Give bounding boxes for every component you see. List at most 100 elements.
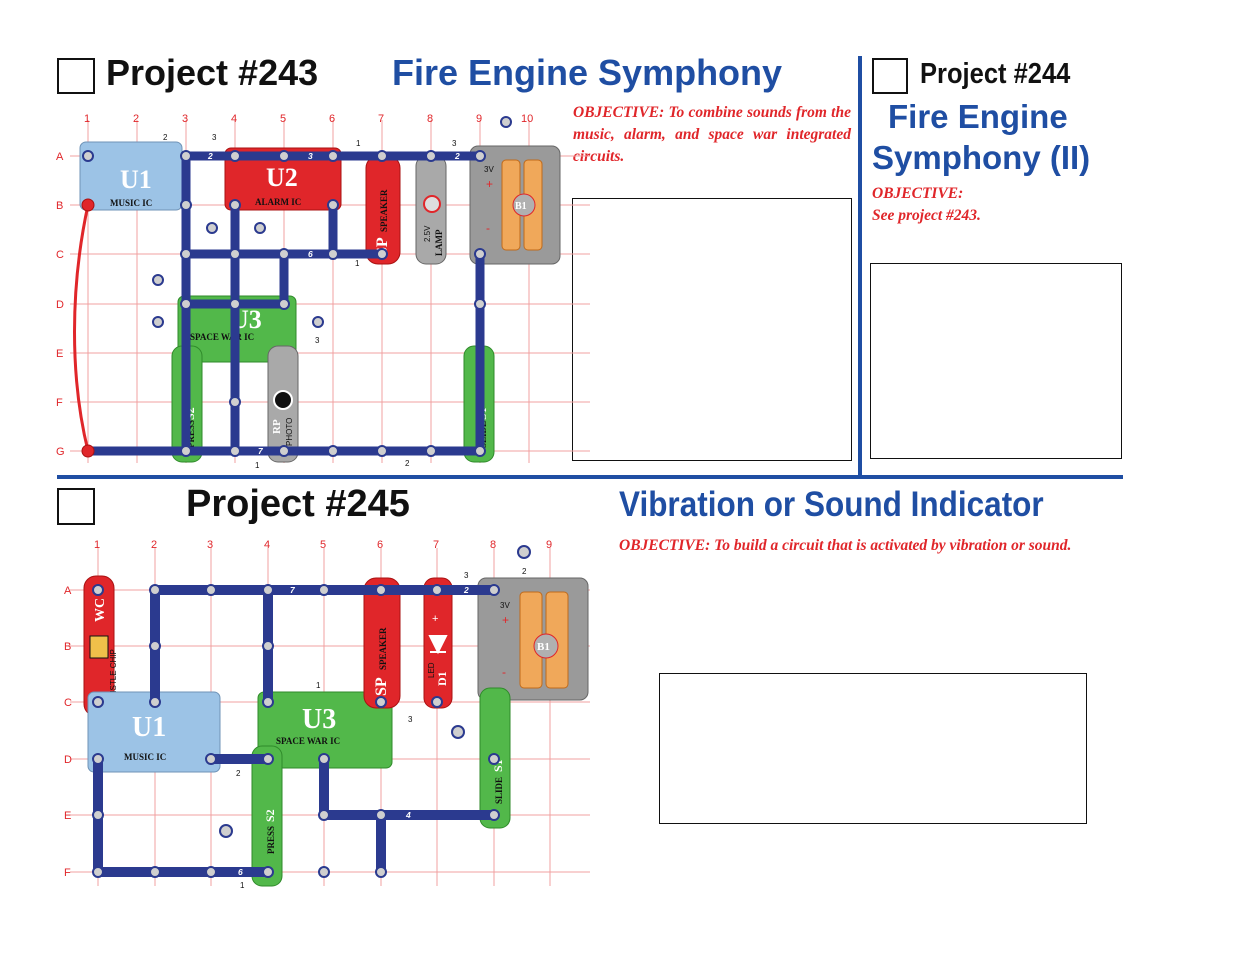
col-label-10: 10 <box>521 113 533 125</box>
b1-name: B1 <box>537 641 550 653</box>
u2-alarm-ic <box>224 147 342 211</box>
level-num-1: 3 <box>464 571 469 580</box>
col-label-8: 8 <box>490 539 496 551</box>
col-label-6: 6 <box>377 539 383 551</box>
col-label-7: 7 <box>433 539 439 551</box>
row-label-f: F <box>56 397 63 409</box>
u1-name: U1 <box>120 165 152 194</box>
col-label-3: 3 <box>182 113 188 125</box>
l1-volt: 2.5V <box>423 225 432 242</box>
col-label-7: 7 <box>378 113 384 125</box>
b1-minus: - <box>502 665 506 679</box>
sp-speaker <box>363 577 401 709</box>
u2-name: U2 <box>266 163 298 192</box>
sp-label: SPEAKER <box>379 189 389 232</box>
col-label-5: 5 <box>280 113 286 125</box>
row-label-d: D <box>64 754 72 766</box>
s2-press-switch <box>251 745 283 887</box>
lamp-bulb-icon <box>423 195 441 213</box>
project-243-checkbox[interactable] <box>57 58 95 94</box>
project-244-objective-line2: See project #243. <box>872 207 981 224</box>
row-label-a: A <box>56 151 64 163</box>
wire-num-2: 3 <box>308 151 313 161</box>
rp-name: RP <box>271 419 283 434</box>
u1-label: MUSIC IC <box>110 198 152 208</box>
level-num-2: 2 <box>522 567 527 576</box>
row-label-e: E <box>64 810 71 822</box>
col-label-2: 2 <box>151 539 157 551</box>
project-243-circuit-diagram: 1 2 3 4 5 6 7 8 9 10 A B C D E F G U1 MU… <box>56 113 590 468</box>
wire-num-4: 6 <box>238 867 243 877</box>
wire-num-5: 7 <box>258 446 264 456</box>
u2-label: ALARM IC <box>255 197 301 207</box>
b1-minus: - <box>486 221 490 235</box>
level-num-6: 1 <box>240 881 245 890</box>
b1-plus: + <box>486 177 493 191</box>
snap-connectors <box>92 545 531 878</box>
snap-connectors <box>82 116 512 457</box>
wire-num-2: 2 <box>463 585 469 595</box>
whistle-chip-icon <box>89 635 109 659</box>
level-num-4: 3 <box>408 715 413 724</box>
row-label-b: B <box>64 641 71 653</box>
level-num-5: 2 <box>236 769 241 778</box>
row-label-b: B <box>56 200 63 212</box>
col-label-9: 9 <box>546 539 552 551</box>
s2-label: PRESS <box>266 826 276 854</box>
s2-name: S2 <box>263 809 277 822</box>
red-jumper-wire <box>73 204 90 452</box>
row-label-e: E <box>56 348 63 360</box>
project-244-title-line2: Symphony (II) <box>872 139 1091 176</box>
u3-name: U3 <box>302 704 336 735</box>
d1-name: D1 <box>435 671 449 686</box>
col-label-4: 4 <box>264 539 270 551</box>
jumper-end-g <box>81 444 95 458</box>
s2-label: PRESS <box>186 420 196 448</box>
col-label-6: 6 <box>329 113 335 125</box>
wire-num-1: 2 <box>207 151 213 161</box>
project-243-title: Fire Engine Symphony <box>392 52 783 93</box>
project-245-title: Vibration or Sound Indicator <box>619 485 1044 524</box>
project-244-notes-box <box>870 263 1122 459</box>
sp-name: SP <box>373 677 390 696</box>
jumper-end-b <box>81 198 95 212</box>
horizontal-divider <box>57 475 1123 479</box>
level-num-7: 1 <box>255 461 260 468</box>
b1-volt: 3V <box>484 165 494 174</box>
project-245-circuit-diagram: 1 2 3 4 5 6 7 8 9 A B C D E F WC WHISTLE… <box>64 539 590 890</box>
project-244-number: Project #244 <box>920 58 1071 90</box>
level-num-8: 2 <box>405 459 410 468</box>
project-243-notes-box <box>572 198 852 461</box>
level-num-1: 2 <box>163 133 168 142</box>
col-label-1: 1 <box>94 539 100 551</box>
u3-label: SPACE WAR IC <box>190 332 254 342</box>
project-244-objective-line1: OBJECTIVE: <box>872 185 964 202</box>
row-label-d: D <box>56 299 64 311</box>
row-label-c: C <box>64 697 72 709</box>
row-label-f: F <box>64 867 71 879</box>
photo-resistor-icon <box>273 390 293 410</box>
project-245-notes-box <box>659 673 1087 824</box>
level-num-3: 1 <box>316 681 321 690</box>
wire-num-3: 4 <box>405 810 411 820</box>
project-245-number: Project #245 <box>186 483 410 525</box>
wire-num-3: 2 <box>454 151 460 161</box>
project-244-checkbox[interactable] <box>872 58 908 94</box>
u1-label: MUSIC IC <box>124 752 166 762</box>
b1-plus: + <box>502 613 509 627</box>
b1-badge <box>512 193 536 217</box>
project-245-checkbox[interactable] <box>57 488 95 525</box>
col-label-9: 9 <box>476 113 482 125</box>
level-num-4: 3 <box>452 139 457 148</box>
wc-label: WHISTLE CHIP <box>109 649 118 706</box>
col-label-4: 4 <box>231 113 237 125</box>
l1-label: LAMP <box>434 229 444 256</box>
level-num-5: 1 <box>355 259 360 268</box>
col-label-2: 2 <box>133 113 139 125</box>
col-label-3: 3 <box>207 539 213 551</box>
u1-name: U1 <box>132 712 166 743</box>
level-num-3: 1 <box>356 139 361 148</box>
col-label-1: 1 <box>84 113 90 125</box>
level-num-6: 3 <box>315 336 320 345</box>
s1-label: SLIDE <box>494 777 504 804</box>
